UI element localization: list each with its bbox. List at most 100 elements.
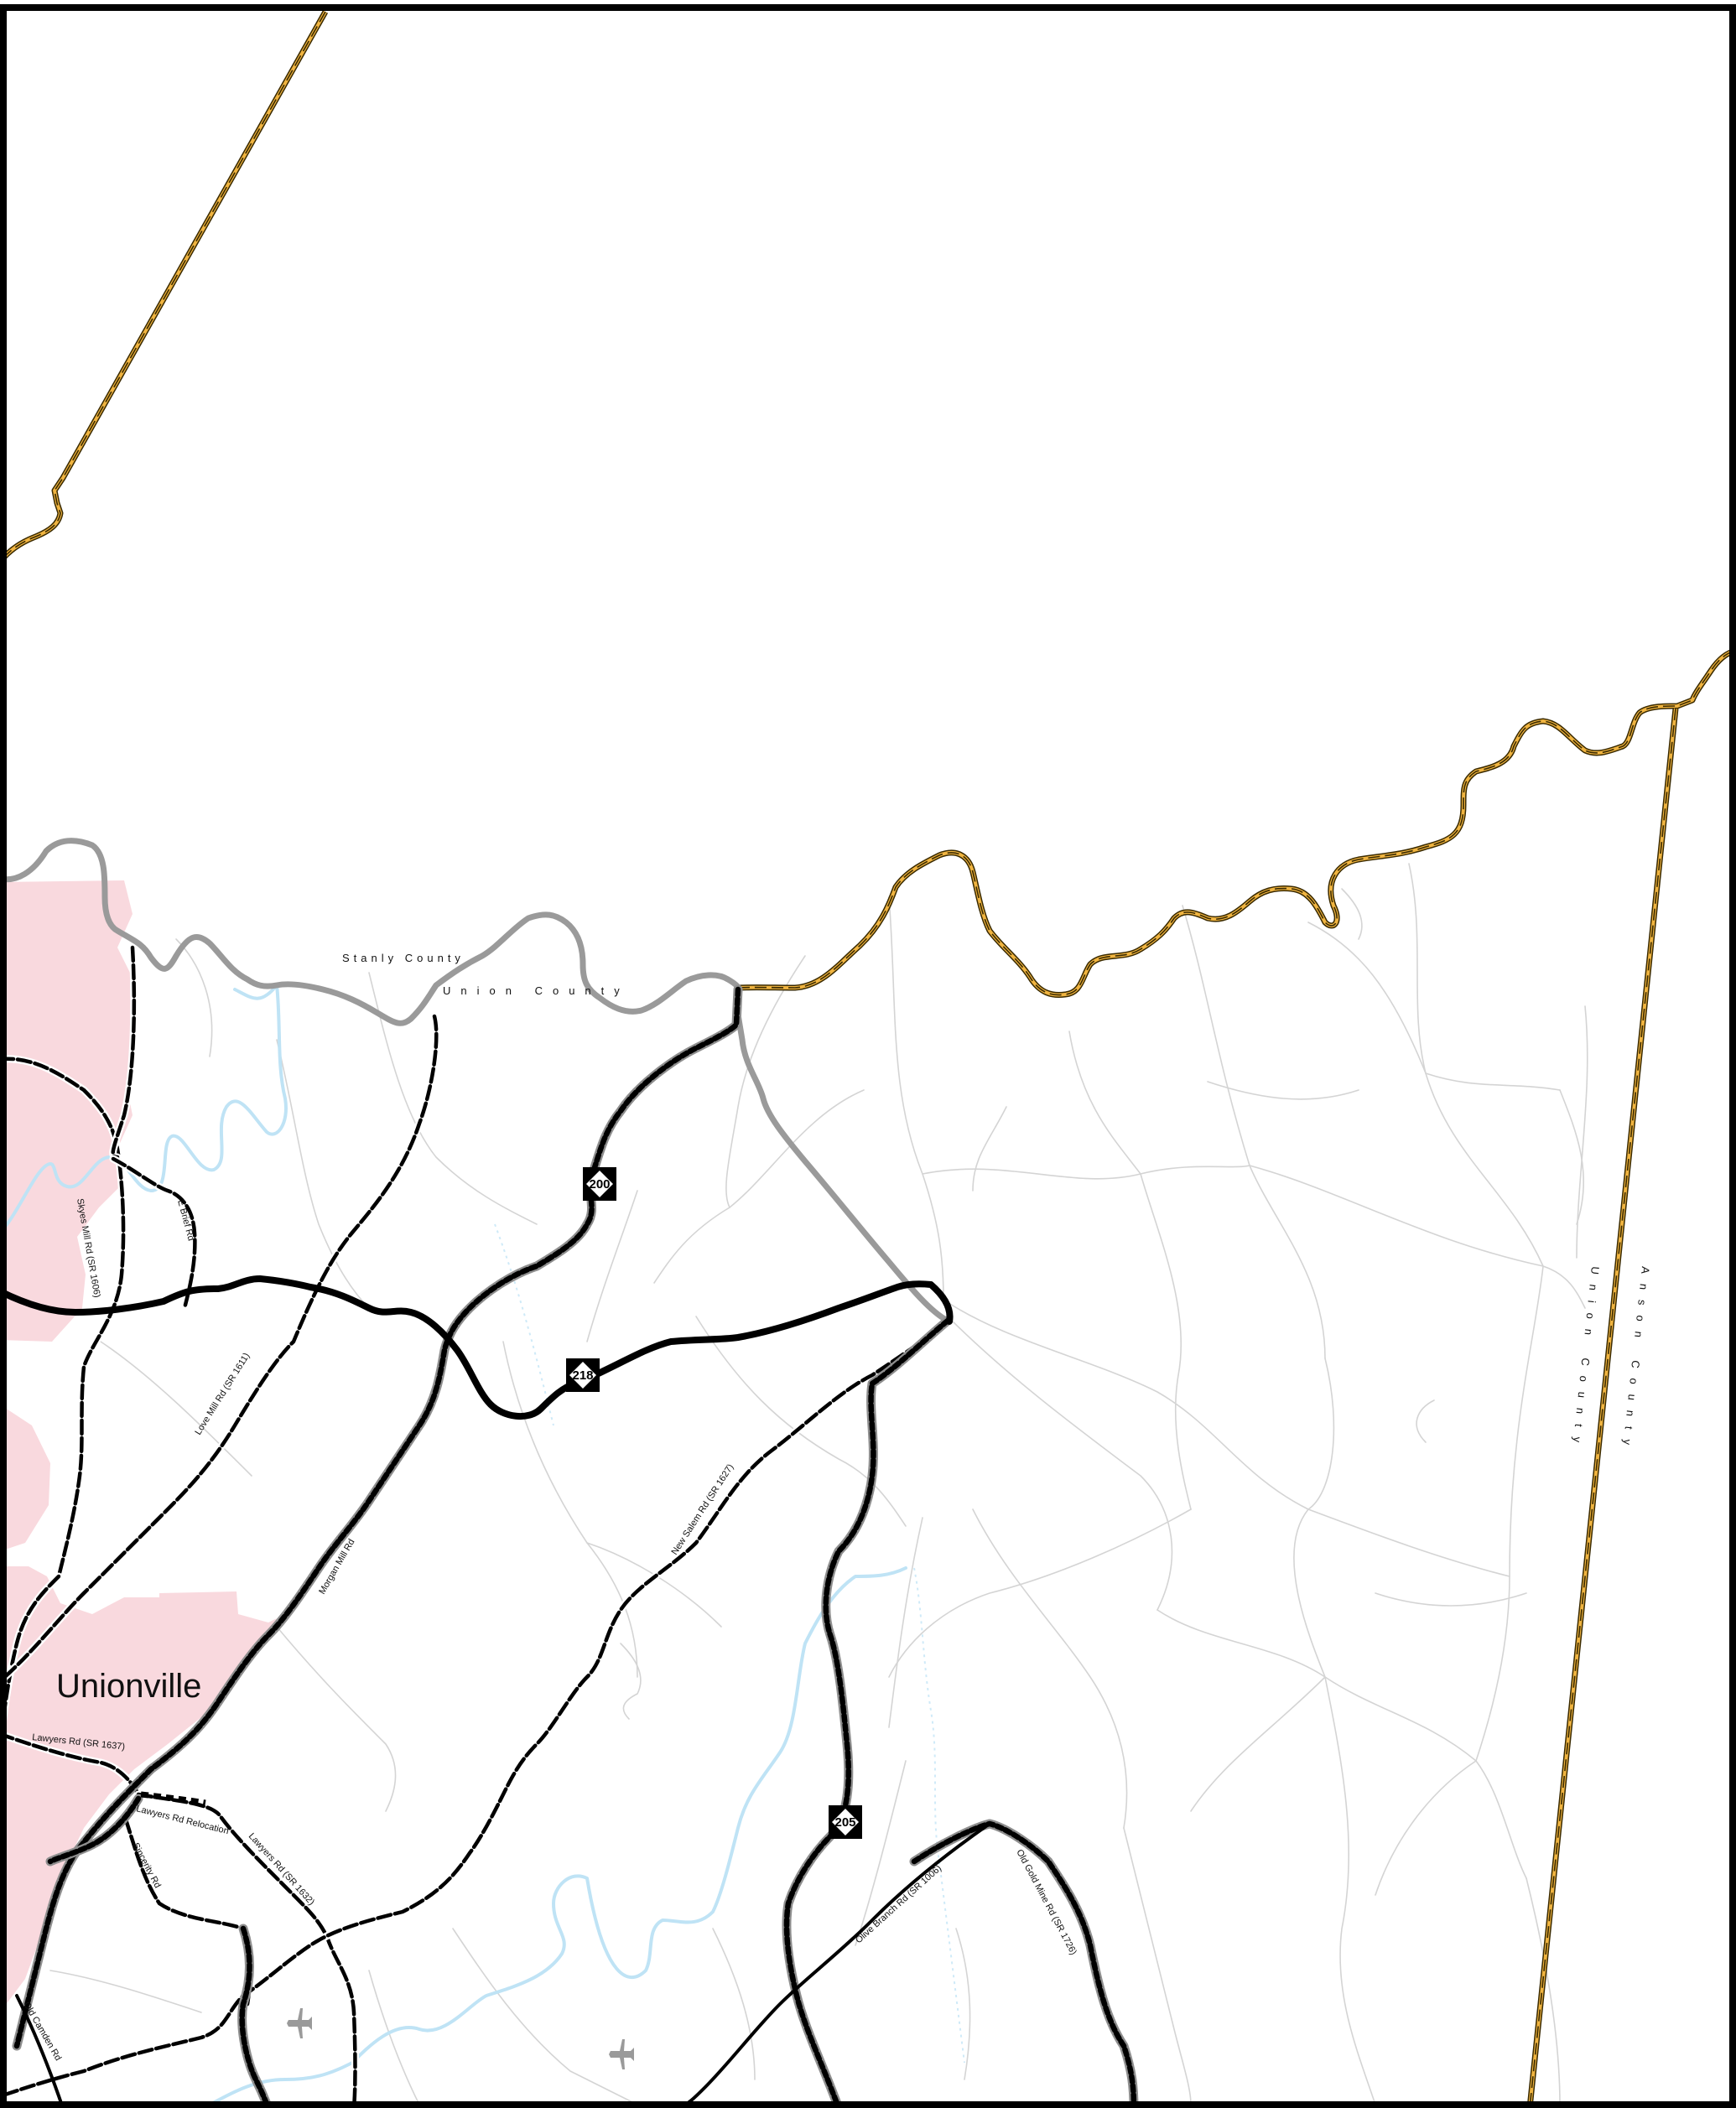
minor-road xyxy=(1249,1165,1586,1309)
minor-road xyxy=(1375,1592,1527,1607)
minor-road xyxy=(1293,1358,1335,1678)
road-label-olive-branch-rd: Olive Branch Rd (SR 1006) xyxy=(854,1863,943,1945)
minor-road xyxy=(1425,1072,1561,1091)
minor-road xyxy=(586,1542,722,1628)
minor-road xyxy=(888,1517,923,1728)
minor-road xyxy=(1182,905,1326,1359)
minor-road xyxy=(1525,1877,1561,2105)
road-label-new-salem-rd: New Salem Rd (SR 1627) xyxy=(669,1462,735,1557)
county-line-stanly-west xyxy=(0,10,329,564)
minor-road xyxy=(1156,1609,1527,1879)
minor-road xyxy=(1375,1760,1477,1896)
minor-road xyxy=(888,896,944,1301)
minor-road xyxy=(276,1626,397,1812)
shield-label: 200 xyxy=(589,1177,610,1192)
minor-road xyxy=(1475,1265,1544,1762)
road-lawyers-rd-relocation xyxy=(140,1791,206,1806)
minor-road xyxy=(586,1190,638,1342)
minor-road xyxy=(653,1089,865,1284)
minor-road xyxy=(452,1928,638,2105)
minor-road xyxy=(1190,1676,1326,1812)
road-lawyers-rd-1632 xyxy=(134,1790,359,2108)
minor-road xyxy=(276,1039,370,1309)
minor-road xyxy=(1341,888,1363,940)
road-nc-205 xyxy=(782,1316,953,2108)
road-sincerity-rd xyxy=(122,1815,254,2008)
road-new-salem-rd xyxy=(0,1319,950,2100)
creek xyxy=(208,1566,907,2106)
municipal-area-west xyxy=(0,1404,50,1551)
county-label-anson: Anson County xyxy=(1619,1266,1652,1456)
creek xyxy=(0,984,288,1234)
road-label-lawyers-rd-1632: Lawyers Rd (SR 1632) xyxy=(247,1831,316,1908)
municipal-area-north xyxy=(0,880,136,1342)
municipal-areas xyxy=(0,880,277,2012)
minor-road xyxy=(368,1970,420,2105)
route-shield-nc-200[interactable]: 200 xyxy=(583,1167,616,1201)
road-love-mill-rd xyxy=(0,1012,440,1685)
minor-road xyxy=(502,1341,638,1678)
minor-road xyxy=(1068,1031,1192,1510)
minor-road xyxy=(175,938,213,1057)
county-line-grey-west xyxy=(0,838,743,1026)
county-label-union-right: Union County xyxy=(1570,1266,1602,1453)
minor-road xyxy=(922,1165,1250,1180)
minor-road xyxy=(725,955,806,1208)
road-sincerity-major xyxy=(45,1794,273,2108)
county-line-stanly-union xyxy=(737,650,1736,996)
minor-road xyxy=(1307,922,1427,1074)
creek-intermittent xyxy=(913,1567,965,2064)
minor-road xyxy=(888,1508,1192,1678)
county-line-stanly-west xyxy=(0,11,326,563)
road-skyes-mill-rd xyxy=(0,943,138,1748)
minor-road xyxy=(1408,863,1544,1267)
minor-road xyxy=(712,1928,756,2080)
major-roads xyxy=(12,984,1139,2108)
creek-intermittent xyxy=(494,1223,554,1426)
creek xyxy=(233,984,278,1000)
county-line-stanly-union xyxy=(737,647,1736,998)
minor-road xyxy=(947,1316,1173,1611)
road-olive-branch-rd xyxy=(15,1822,991,2108)
minor-road xyxy=(1324,1676,1376,2105)
shield-label: 205 xyxy=(834,1815,855,1830)
creeks xyxy=(0,984,965,2106)
secondary-roads xyxy=(0,943,950,2108)
airport-icon xyxy=(287,2008,312,2038)
county-line-stanly-union xyxy=(737,649,1736,997)
county-line-union-anson xyxy=(1528,708,1677,2108)
minor-road xyxy=(695,1316,907,1527)
minor-road xyxy=(972,1106,1007,1192)
minor-road xyxy=(1576,1005,1588,1259)
county-label-stanly: Stanly County xyxy=(342,952,465,964)
minor-road xyxy=(955,1928,971,2080)
airport-icon xyxy=(609,2039,634,2069)
minor-road xyxy=(49,1970,202,2013)
minor-road xyxy=(855,1760,907,1946)
minor-road xyxy=(1559,1089,1585,1225)
town-label-unionville: Unionville xyxy=(56,1668,201,1705)
road-nc-218 xyxy=(0,1275,954,1420)
minor-road xyxy=(943,1299,1510,1577)
minor-road xyxy=(1416,1399,1435,1443)
minor-road xyxy=(972,1508,1128,1829)
county-boundaries xyxy=(0,10,1736,2108)
shield-label: 218 xyxy=(572,1368,593,1383)
municipal-area-unionville xyxy=(0,1566,277,2012)
county-label-union-upper: Union County xyxy=(443,984,630,997)
road-label-love-mill-rd: Love Mill Rd (SR 1611) xyxy=(193,1351,252,1436)
minor-road xyxy=(1123,1827,1192,2105)
route-shield-nc-218[interactable]: 218 xyxy=(566,1358,600,1392)
road-e-brief-rd xyxy=(109,1155,199,1312)
minor-road xyxy=(100,1341,252,1477)
road-old-gold-mine-rd xyxy=(909,1819,1139,2108)
map-frame xyxy=(0,4,1736,2108)
minor-roads xyxy=(49,863,1588,2105)
minor-road xyxy=(368,972,538,1225)
route-shield-nc-205[interactable]: 205 xyxy=(829,1805,862,1839)
road-nc-200 xyxy=(12,984,743,2051)
minor-road xyxy=(620,1643,642,1720)
road-lawyers-rd-1637 xyxy=(0,1730,143,1799)
minor-road xyxy=(1207,1081,1359,1100)
